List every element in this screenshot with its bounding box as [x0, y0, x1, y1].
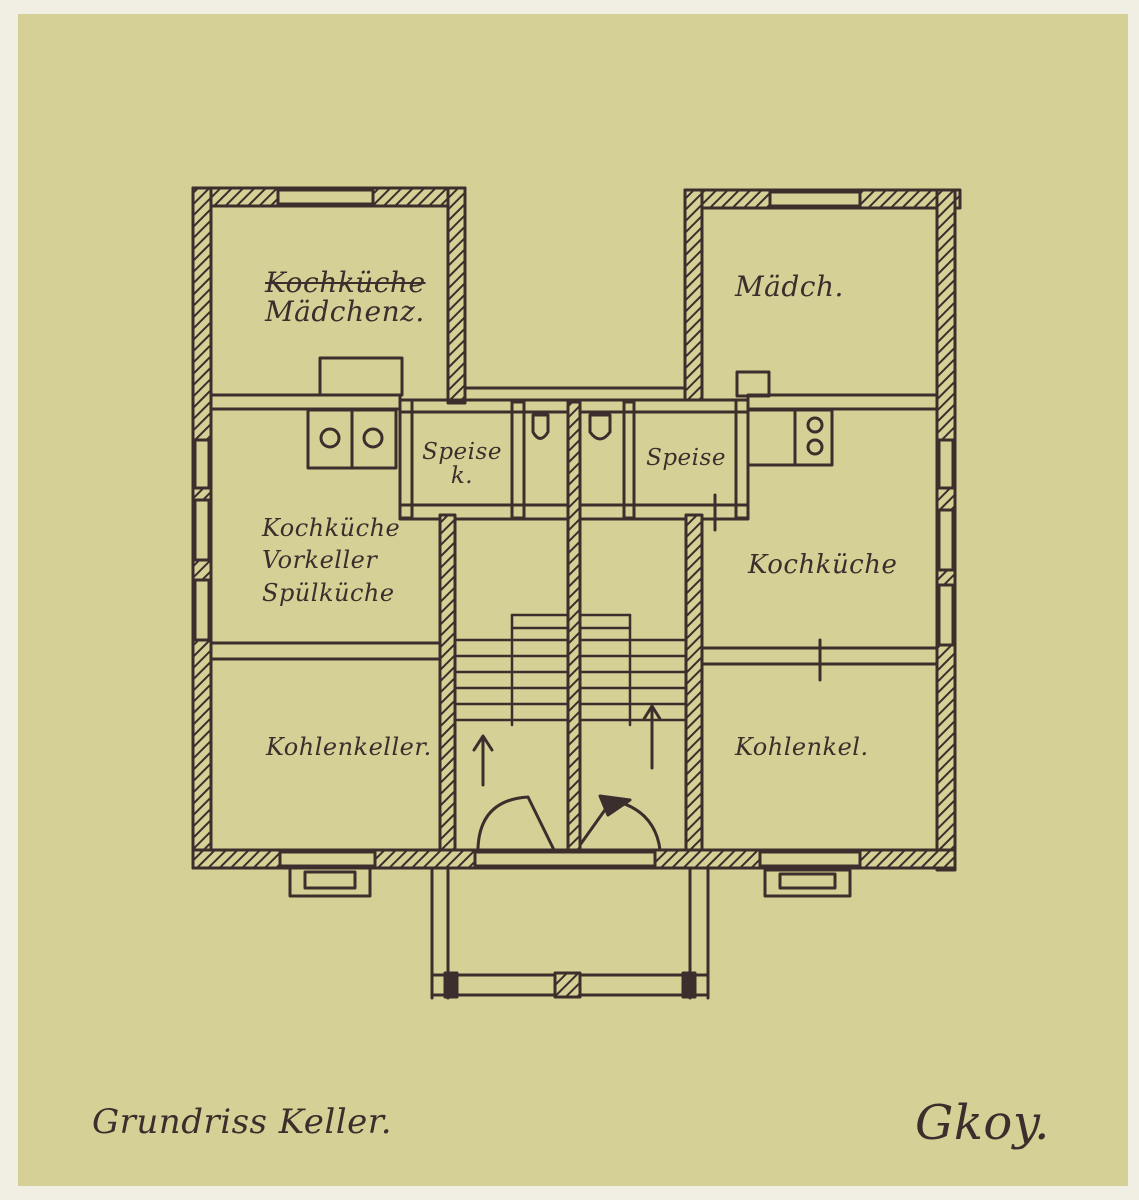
room-label-right-bottom: Kohlenkel.	[735, 733, 869, 761]
stairs	[453, 613, 688, 727]
room-label-left-middle: Kochküche Vorkeller Spülküche	[262, 512, 400, 609]
room-name: Kohlenkeller.	[266, 733, 432, 761]
room-name: Mädchenz.	[265, 295, 425, 329]
artist-signature: Gkoy.	[915, 1095, 1050, 1151]
room-name-line2: Vorkeller	[262, 546, 378, 575]
room-label-top-left: Kochküche Mädchenz.	[265, 268, 426, 327]
room-label-right-middle: Kochküche	[748, 550, 898, 580]
room-name-line1: Kochküche	[262, 514, 401, 542]
side-windows	[193, 438, 955, 647]
room-name: Kohlenkel.	[735, 733, 869, 761]
room-name-line2: k.	[450, 463, 474, 490]
room-name-line1: Speise	[422, 439, 502, 465]
room-label-pantry-left: Speise k.	[412, 440, 512, 488]
room-name-line3: Spülküche	[262, 578, 395, 607]
stair-arrows	[472, 704, 662, 787]
room-label-top-right: Mädch.	[735, 270, 844, 303]
fixtures	[306, 356, 834, 470]
door-swings	[476, 794, 662, 854]
struck-room-label: Kochküche	[265, 266, 426, 299]
light-wells	[288, 866, 852, 898]
bottom-wall	[191, 848, 957, 870]
entrance-porch	[430, 866, 710, 1000]
room-name: Speise	[646, 445, 726, 471]
room-name: Kochküche	[748, 550, 898, 580]
room-label-pantry-right: Speise	[636, 446, 736, 470]
room-name: Mädch.	[735, 270, 844, 303]
drawing-caption: Grundriss Keller.	[92, 1102, 393, 1142]
room-label-left-bottom: Kohlenkeller.	[266, 733, 432, 761]
partition-walls	[209, 393, 939, 682]
